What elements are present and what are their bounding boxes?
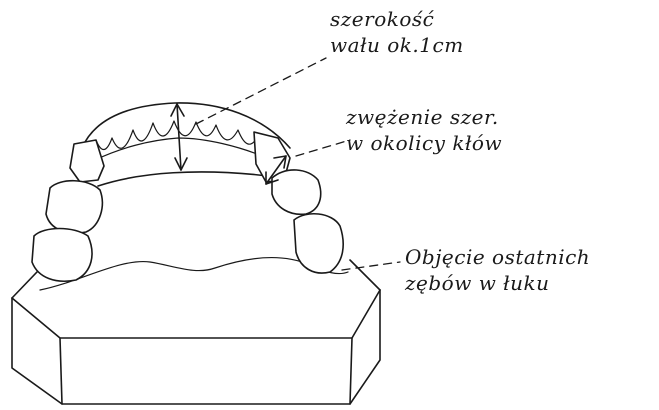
- left-posterior-teeth: [32, 140, 104, 281]
- right-posterior-teeth: [254, 132, 343, 273]
- annotation-last-teeth: Objęcie ostatnich zębów w łuku: [405, 244, 590, 296]
- annotation-rim-width: szerokość wału ok.1cm: [330, 6, 464, 58]
- annotation-last-teeth-line1: Objęcie ostatnich: [405, 244, 590, 270]
- annotation-canine-narrowing-line2: w okolicy kłów: [346, 130, 502, 156]
- rim-width-arrow: [171, 104, 187, 170]
- annotation-rim-width-line2: wału ok.1cm: [330, 32, 464, 58]
- annotation-last-teeth-line2: zębów w łuku: [405, 270, 590, 296]
- leader-rim-width: [196, 58, 326, 124]
- leader-canine-narrowing: [296, 140, 350, 156]
- leader-last-teeth: [342, 262, 400, 270]
- annotation-canine-narrowing-line1: zwężenie szer.: [346, 104, 502, 130]
- annotation-canine-narrowing: zwężenie szer. w okolicy kłów: [346, 104, 502, 156]
- annotation-rim-width-line1: szerokość: [330, 6, 464, 32]
